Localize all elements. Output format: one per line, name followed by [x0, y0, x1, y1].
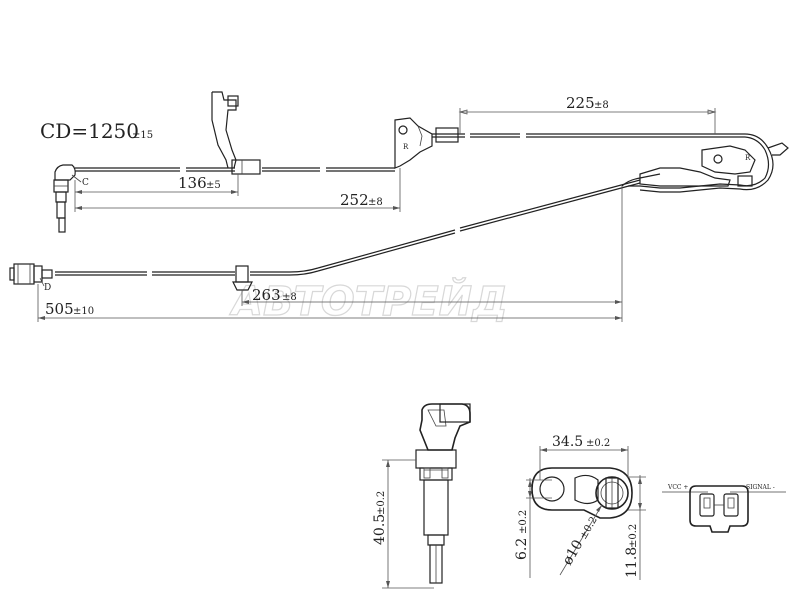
- dim-dia-10: ø10 ±0.2: [560, 504, 603, 576]
- dim-225-value: 225: [566, 94, 595, 112]
- dim-11-8: 11.8 ±0.2: [624, 475, 646, 580]
- dim-505: 505 ±10: [37, 186, 623, 322]
- dim-40-5: 40.5 ±0.2: [372, 459, 434, 589]
- mounting-bracket-upper: [211, 91, 261, 175]
- cable-length-tol: ±15: [132, 130, 153, 141]
- bracket-r-upper: [394, 117, 459, 169]
- dim-263-value: 263: [252, 286, 281, 304]
- sensor-flange-view: [531, 467, 633, 519]
- cable-length-label: CD=1250 ±15: [40, 119, 153, 143]
- point-d-label: D: [44, 283, 51, 293]
- dim-225-tol: ±8: [594, 100, 609, 111]
- connector-pinout: VCC + SIGNAL -: [662, 484, 786, 533]
- dim-34-5-tol: ±0.2: [586, 438, 610, 449]
- dim-40-5-tol: ±0.2: [376, 491, 387, 515]
- dim-225: 225 ±8: [458, 94, 717, 134]
- watermark: АВТОТРЕЙД: [229, 277, 508, 325]
- sensor-side-view: [415, 403, 471, 584]
- bracket-r-lower: [628, 142, 789, 193]
- dim-136: 136 ±5: [74, 174, 239, 196]
- dim-263-tol: ±8: [282, 292, 297, 303]
- sensor-head-c: [53, 164, 76, 233]
- dim-136-tol: ±5: [206, 180, 221, 191]
- dim-136-value: 136: [178, 174, 207, 192]
- dim-dia-10-value: ø10: [560, 537, 587, 568]
- cable-length-value: CD=1250: [40, 119, 139, 143]
- dim-11-8-tol: ±0.2: [628, 524, 639, 548]
- connector-d: [9, 263, 53, 285]
- pin-vcc-label: VCC +: [667, 484, 688, 491]
- dim-6-2-tol: ±0.2: [518, 510, 529, 534]
- dim-6-2-value: 6.2: [514, 538, 530, 560]
- bracket-r2-label: R: [745, 154, 751, 162]
- dim-34-5: 34.5 ±0.2: [539, 434, 629, 480]
- dim-252: 252 ±8: [74, 168, 401, 212]
- dim-263: 263 ±8: [241, 286, 622, 306]
- point-c-label: C: [82, 178, 89, 188]
- dim-505-value: 505: [45, 300, 74, 318]
- dim-252-value: 252: [340, 191, 369, 209]
- cable-clip-lower: [232, 265, 253, 291]
- dim-40-5-value: 40.5: [372, 514, 388, 545]
- cable-lower: [55, 173, 661, 276]
- dim-dia-10-tol: ±0.2: [578, 515, 600, 542]
- dim-252-tol: ±8: [368, 197, 383, 208]
- pin-signal-label: SIGNAL -: [746, 484, 775, 491]
- bracket-r-label: R: [403, 143, 409, 151]
- dim-505-tol: ±10: [73, 306, 94, 317]
- cable-upper: [75, 133, 769, 172]
- dim-34-5-value: 34.5: [552, 434, 583, 450]
- dim-6-2: 6.2 ±0.2: [514, 478, 552, 578]
- dim-11-8-value: 11.8: [624, 547, 640, 578]
